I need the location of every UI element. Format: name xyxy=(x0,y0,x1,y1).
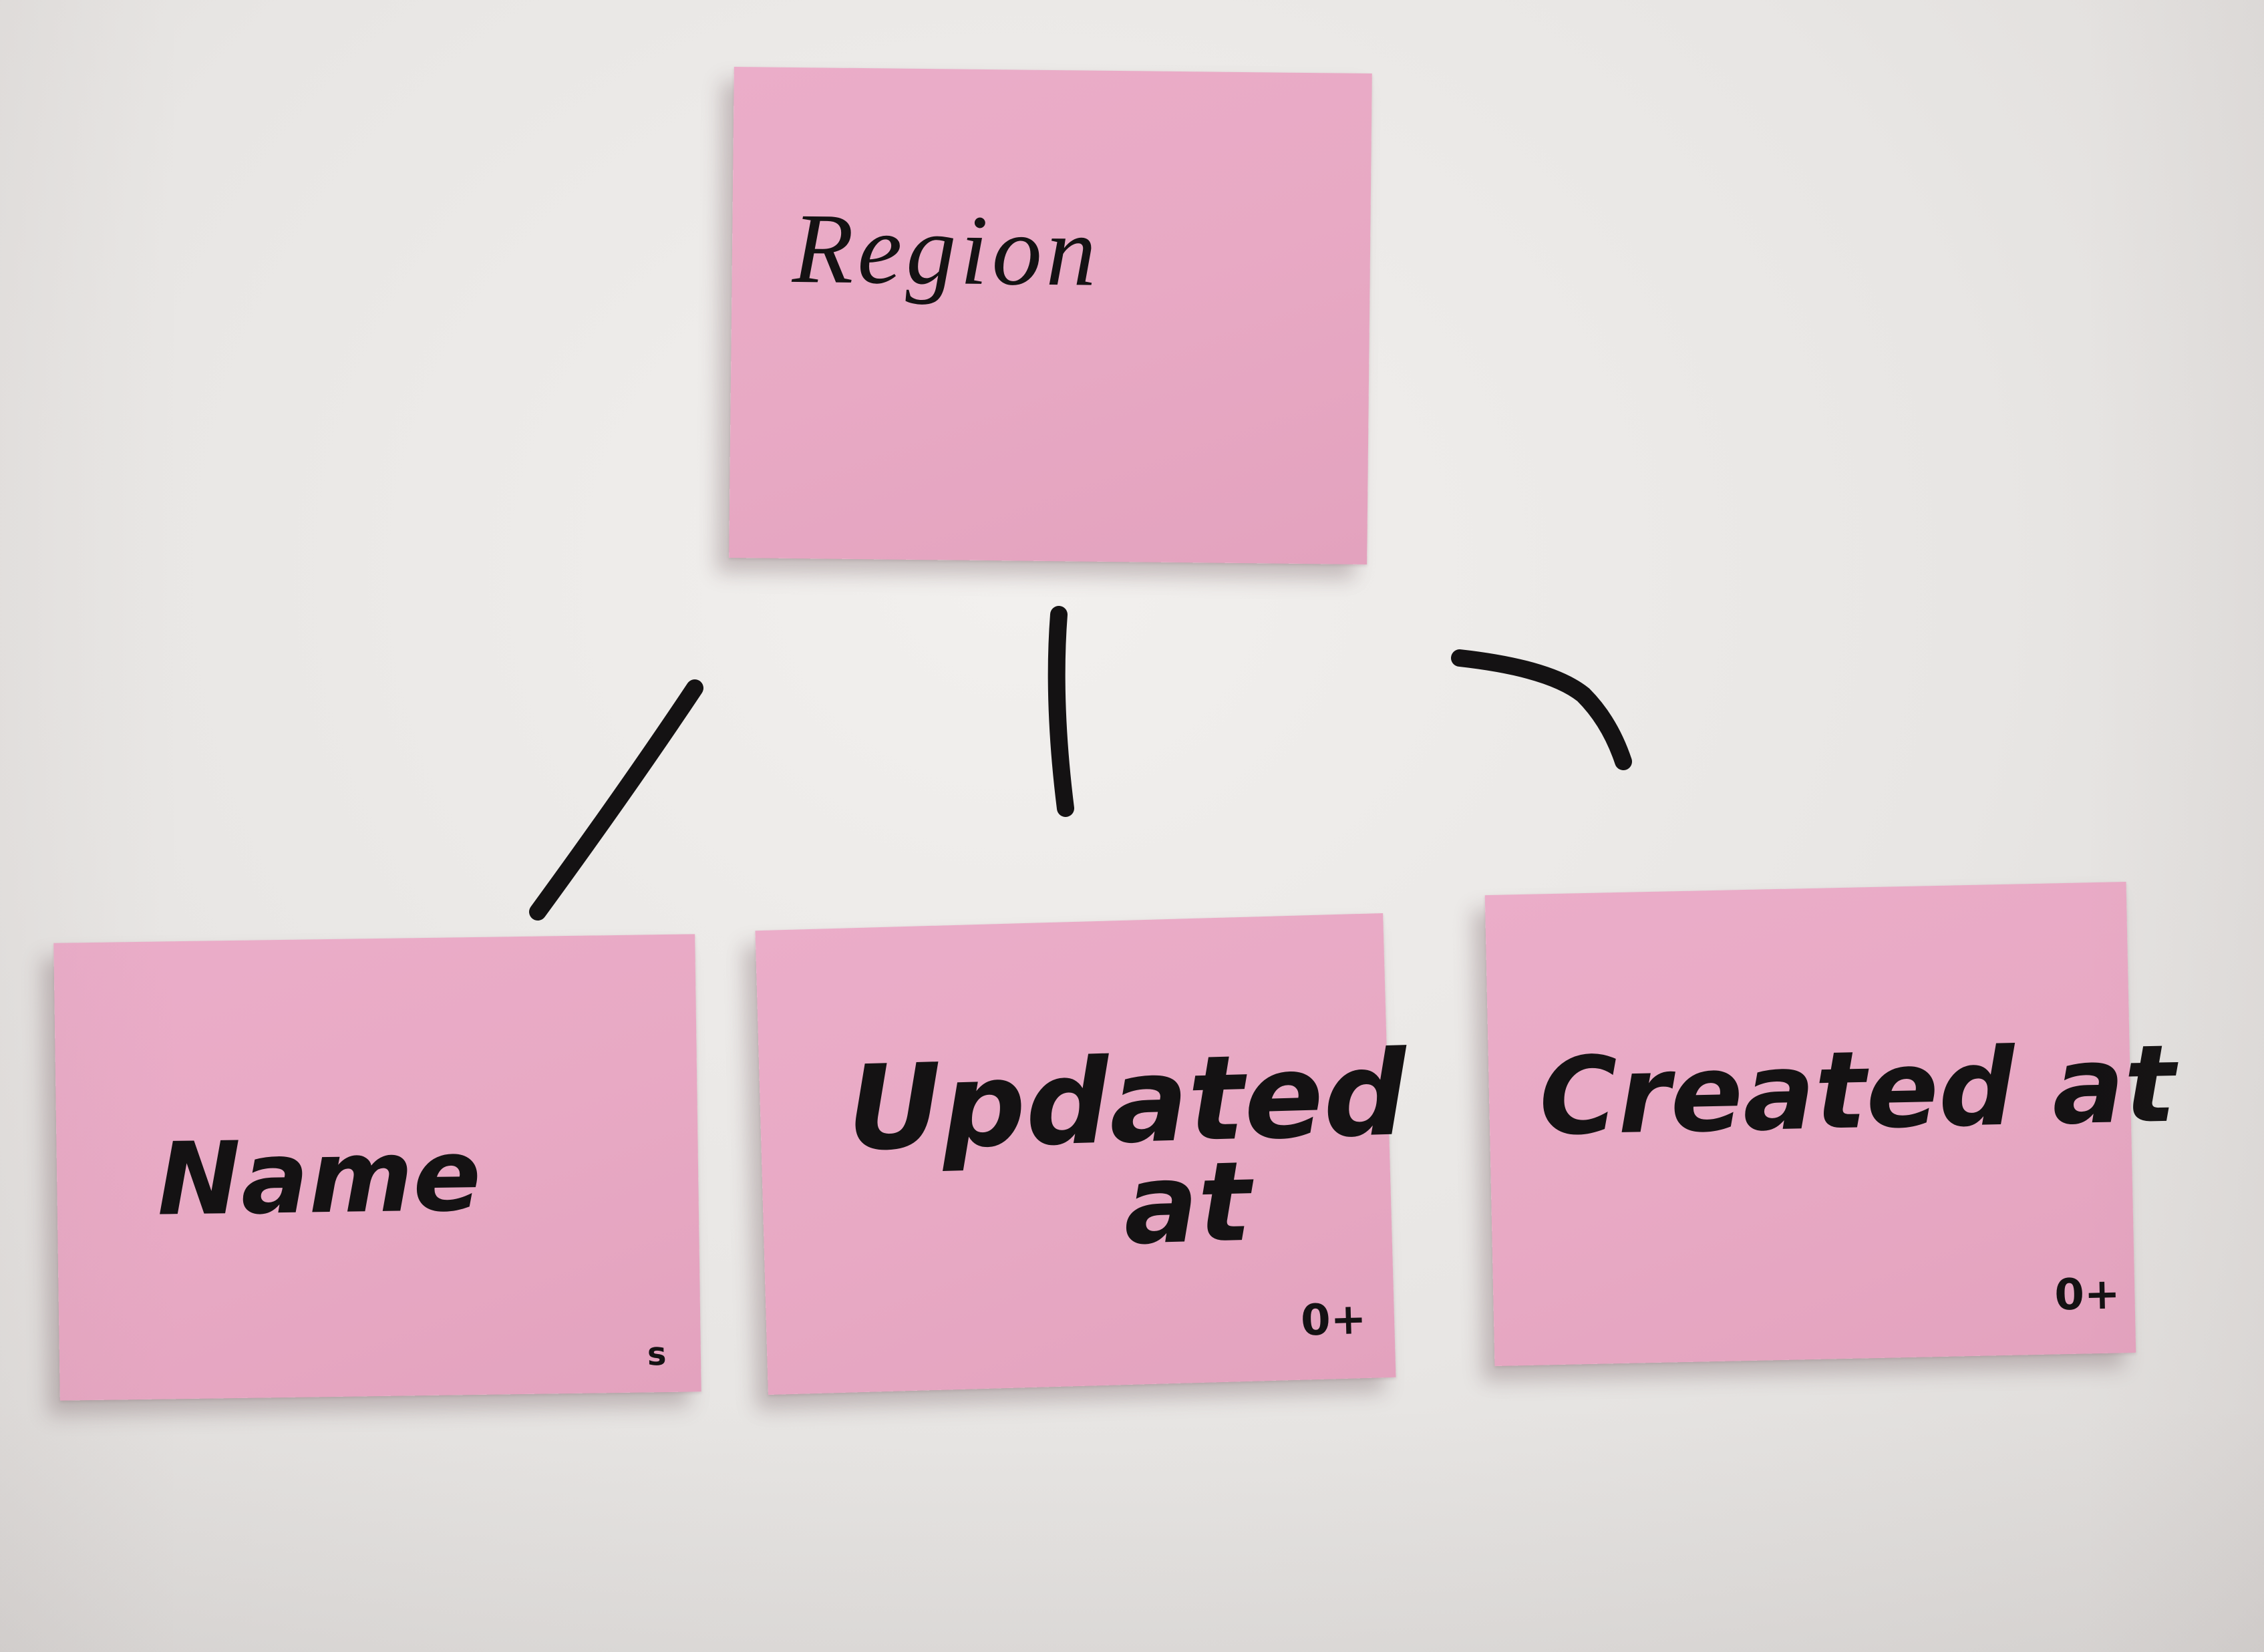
connector-created-at xyxy=(1451,649,1632,770)
name-note-mark: s xyxy=(647,1335,667,1373)
updated-at-note: Updated at 0+ xyxy=(755,913,1409,1395)
updated-at-note-mark: 0+ xyxy=(1300,1294,1367,1346)
updated-at-note-label-line2: at xyxy=(1122,1137,1253,1269)
region-note-label: Region xyxy=(792,192,1101,307)
connector-name xyxy=(529,679,703,921)
region-note: Region xyxy=(729,67,1372,564)
connector-updated-at xyxy=(1047,606,1074,817)
created-at-note-label: Created at xyxy=(1538,1021,2177,1160)
created-at-note-mark: 0+ xyxy=(2054,1269,2121,1321)
name-note: Name s xyxy=(53,934,701,1401)
created-at-note: Created at 0+ xyxy=(1484,882,2176,1366)
name-note-label: Name xyxy=(156,1117,482,1238)
